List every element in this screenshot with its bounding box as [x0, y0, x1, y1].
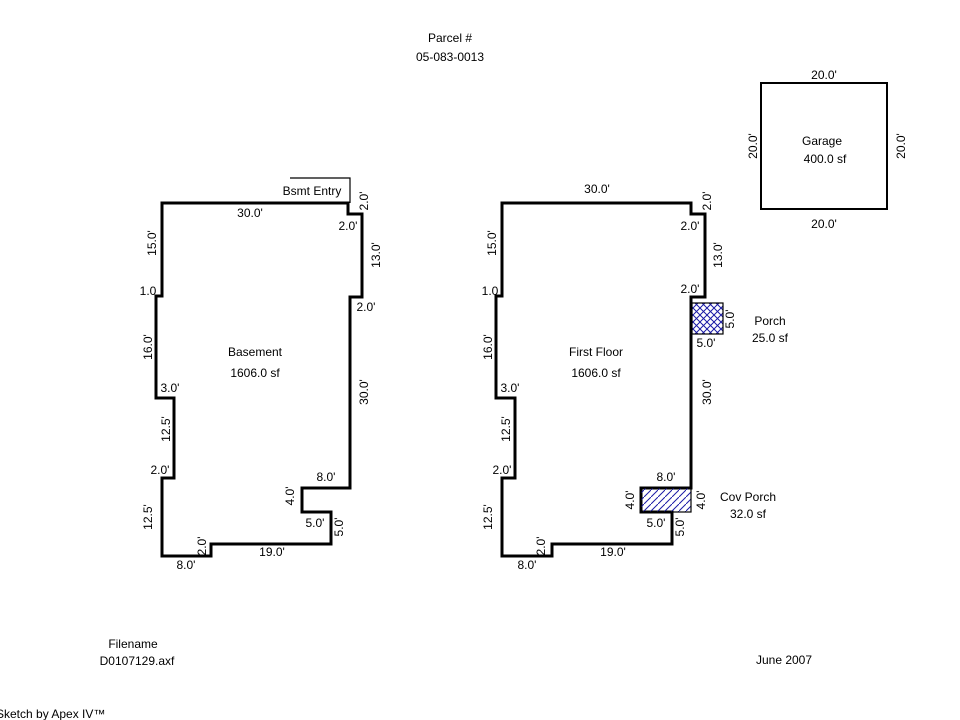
porch-dim: 5.0' — [723, 310, 737, 329]
basement-dim: 2.0' — [339, 219, 358, 233]
filename-value: D0107129.axf — [100, 654, 175, 668]
porch-name: Porch — [754, 314, 785, 328]
basement-dim: 2.0' — [357, 300, 376, 314]
garage-dim: 20.0' — [746, 133, 760, 159]
first-floor-dim: 5.0' — [647, 516, 666, 530]
parcel-label: Parcel # — [428, 31, 472, 45]
first-floor-dim: 30.0' — [700, 379, 714, 405]
garage-dim: 20.0' — [894, 133, 908, 159]
first-floor-dim: 15.0' — [485, 230, 499, 256]
basement-dim: 15.0' — [145, 230, 159, 256]
basement-dim: 1.0 — [140, 284, 157, 298]
basement-entry-outline — [290, 177, 351, 203]
basement-dim: 8.0' — [177, 558, 196, 572]
basement-dim: 30.0' — [237, 206, 263, 220]
first-floor-outline — [494, 201, 707, 558]
basement-dim: 19.0' — [259, 545, 285, 559]
porch-dim: 5.0' — [697, 336, 716, 350]
first-floor-dim: 19.0' — [600, 545, 626, 559]
first-floor-dim: 8.0' — [518, 558, 537, 572]
sketch-date: June 2007 — [756, 653, 812, 667]
first-floor-name: First Floor — [569, 345, 623, 359]
basement-dim: 5.0' — [332, 518, 346, 537]
basement-dim: 30.0' — [357, 379, 371, 405]
garage-area: 400.0 sf — [804, 152, 847, 166]
basement-entry-label: Bsmt Entry — [283, 184, 342, 198]
first-floor-dim: 2.0' — [700, 192, 714, 211]
basement-dim: 13.0' — [369, 242, 383, 268]
basement-dim: 8.0' — [317, 470, 336, 484]
first-floor-dim: 13.0' — [711, 242, 725, 268]
first-floor-dim: 5.0' — [673, 518, 687, 537]
first-floor-dim: 12.5' — [481, 504, 495, 530]
first-floor-dim: 4.0' — [623, 491, 637, 510]
first-floor-dim: 2.0' — [493, 463, 512, 477]
cov-porch-dim: 4.0' — [694, 491, 708, 510]
basement-dim: 2.0' — [151, 463, 170, 477]
basement-dim: 5.0' — [306, 516, 325, 530]
first-floor-dim: 30.0' — [584, 182, 610, 196]
basement-dim: 2.0' — [357, 192, 371, 211]
basement-area: 1606.0 sf — [230, 366, 280, 380]
basement-dim: 3.0' — [161, 381, 180, 395]
first-floor-dim: 2.0' — [681, 282, 700, 296]
filename-label: Filename — [108, 637, 158, 651]
garage-dim: 20.0' — [811, 68, 837, 82]
porch-area-label: 25.0 sf — [752, 331, 789, 345]
garage-name: Garage — [802, 134, 842, 148]
garage-outline — [760, 82, 888, 210]
first-floor-dim: 12.5' — [499, 416, 513, 442]
basement-name: Basement — [228, 345, 283, 359]
sketch-credit: Sketch by Apex IV™ — [0, 707, 105, 720]
porch-area — [691, 302, 724, 335]
parcel-number: 05-083-0013 — [416, 50, 484, 64]
first-floor-dim: 2.0' — [534, 537, 548, 556]
first-floor-dim: 3.0' — [501, 381, 520, 395]
cov-porch-area — [640, 487, 692, 513]
basement-dim: 2.0' — [195, 537, 209, 556]
first-floor-dim: 8.0' — [657, 470, 676, 484]
basement-dim: 12.5' — [159, 416, 173, 442]
first-floor-dim: 1.0 — [482, 284, 499, 298]
first-floor-area: 1606.0 sf — [571, 366, 621, 380]
first-floor-dim: 2.0' — [681, 219, 700, 233]
basement-dim: 12.5' — [141, 504, 155, 530]
first-floor-dim: 16.0' — [481, 334, 495, 360]
basement-dim: 16.0' — [141, 334, 155, 360]
basement-dim: 4.0' — [283, 487, 297, 506]
basement-outline — [154, 201, 364, 558]
cov-porch-name: Cov Porch — [720, 490, 776, 504]
cov-porch-area-label: 32.0 sf — [730, 507, 767, 521]
garage-dim: 20.0' — [811, 217, 837, 231]
